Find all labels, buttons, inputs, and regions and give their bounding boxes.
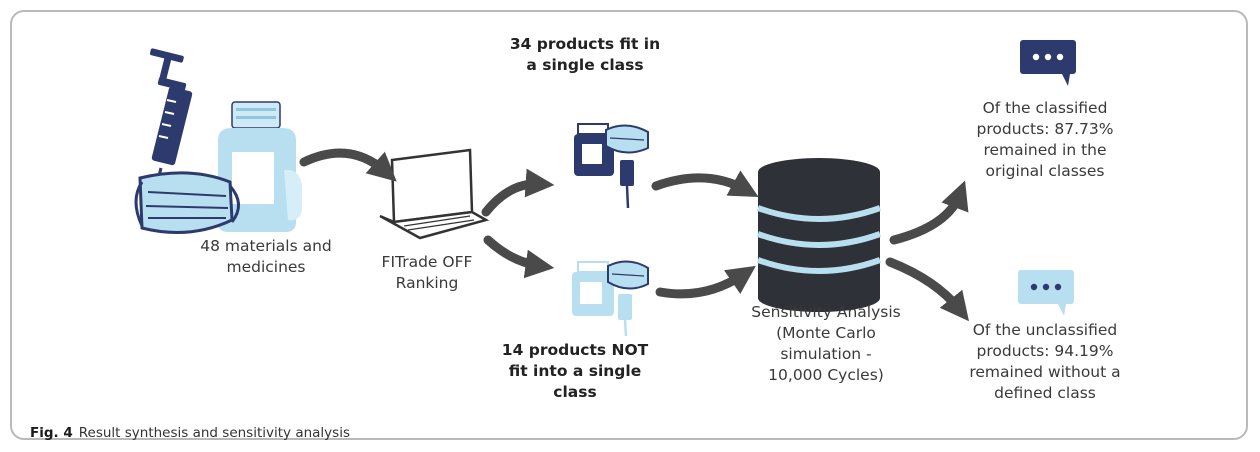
ranking-label: FITrade OFF Ranking	[381, 253, 473, 292]
arrow-not-single-to-database	[655, 265, 756, 299]
database-icon	[756, 158, 882, 312]
caption-text: Result synthesis and sensitivity analysi…	[78, 425, 350, 441]
face-mask-icon	[134, 171, 240, 234]
arrow-laptop-to-single	[481, 168, 555, 217]
speech-bubble-icon	[1020, 40, 1076, 86]
single-class-products-icon	[574, 123, 649, 209]
figure-caption: Fig. 4 Result synthesis and sensitivity a…	[30, 425, 350, 441]
single-class-label: 34 products fit in a single class	[509, 35, 661, 74]
figure-frame	[10, 10, 1248, 440]
caption-label: Fig. 4	[30, 425, 73, 441]
arrow-single-to-database	[651, 170, 759, 197]
materials-label: 48 materials and medicines	[200, 237, 332, 276]
unclassified-products-icon	[572, 260, 649, 337]
arrow-materials-to-laptop	[299, 148, 397, 182]
classified-result-label: Of the classified products: 87.73% remai…	[976, 99, 1114, 180]
arrow-database-to-classified	[889, 180, 969, 245]
laptop-icon	[379, 148, 490, 240]
speech-bubble-light-icon	[1018, 270, 1074, 316]
sensitivity-label: Sensitivity Analysis (Monte Carlo simula…	[751, 303, 901, 384]
not-single-class-label: 14 products NOT fit into a single class	[501, 341, 649, 401]
medicine-bottle-icon	[218, 101, 302, 232]
arrow-database-to-unclassified	[885, 257, 969, 322]
unclassified-result-label: Of the unclassified products: 94.19% rem…	[969, 321, 1121, 402]
arrow-laptop-to-not-single	[483, 235, 555, 279]
